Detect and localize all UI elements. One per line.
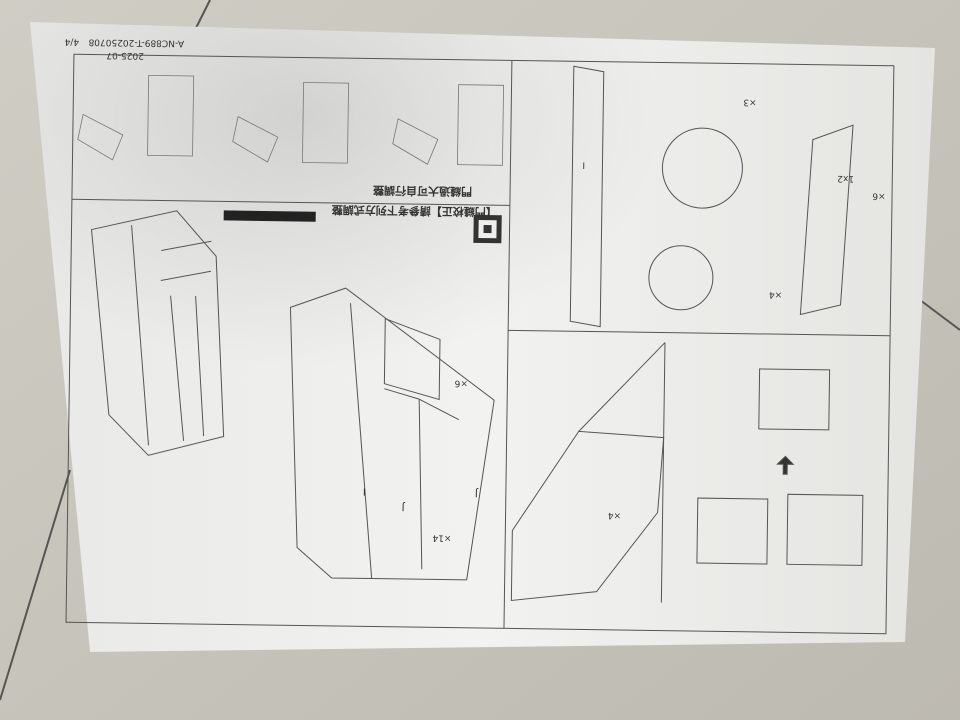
board-label: 1x2 bbox=[837, 173, 854, 183]
panel-label-i: I bbox=[363, 485, 366, 496]
part-count: ×14 bbox=[432, 532, 451, 542]
floor-tile-seam bbox=[0, 0, 960, 701]
note-banner bbox=[223, 210, 316, 222]
panel-label-j2: J bbox=[475, 487, 479, 498]
panel-label-i: I bbox=[582, 159, 585, 169]
page-number: 4/4 bbox=[64, 36, 79, 46]
part-count: ×3 bbox=[743, 97, 756, 107]
part-count: ×4 bbox=[769, 289, 783, 299]
door-gap-title: 【門縫校正】請參考下列方式調整 bbox=[332, 203, 497, 219]
sheet-content: A-NC889-T-20250708 4/4 2025-07 【門縫校正】請參考… bbox=[64, 36, 895, 635]
part-count: ×6 bbox=[872, 190, 886, 200]
sheet-shadow bbox=[30, 22, 935, 652]
doc-code: A-NC889-T-20250708 bbox=[88, 37, 184, 48]
part-count: ×4 bbox=[608, 510, 622, 520]
part-count: ×6 bbox=[454, 378, 468, 388]
door-gap-note: 門縫過大可自行調整 bbox=[373, 183, 472, 198]
panel-label-j: J bbox=[402, 501, 406, 512]
doc-date: 2025-07 bbox=[106, 50, 144, 61]
